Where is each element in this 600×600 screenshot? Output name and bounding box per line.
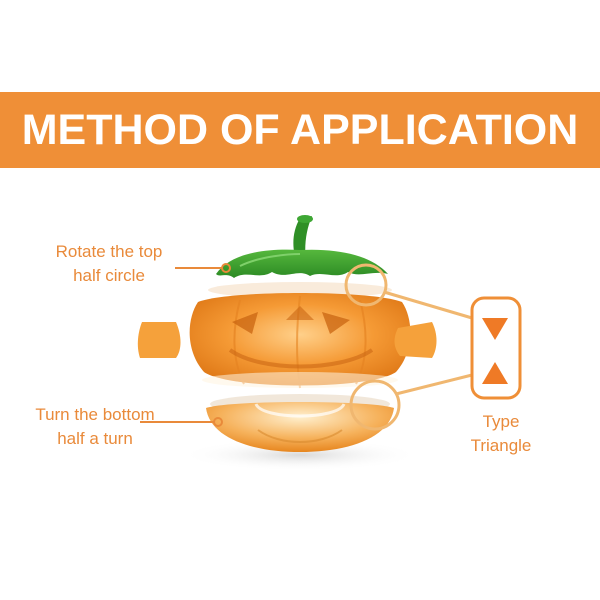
top-connector [383,290,473,320]
right-piece [394,322,437,358]
bottom-highlight-circle [349,379,401,431]
type-triangle-label: Type Triangle [456,410,546,458]
triangle-up-icon [482,362,508,384]
rotate-top-label: Rotate the top half circle [44,240,174,288]
pumpkin-top-cap [216,215,388,278]
type-line1: Type [482,412,520,431]
triangle-box [470,296,522,400]
bottom-pointer-dot [213,417,223,427]
turn-bottom-label: Turn the bottom half a turn [20,403,170,451]
top-highlight-circle [344,263,388,307]
rotate-top-line2: half circle [73,266,145,285]
turn-bottom-line2: half a turn [57,429,133,448]
pumpkin-middle-body [189,293,411,389]
pumpkin-bottom-half [206,394,394,452]
top-pointer-dot [221,263,231,273]
triangle-down-icon [482,318,508,340]
rotate-top-line1: Rotate the top [55,242,163,261]
title-banner: METHOD OF APPLICATION [0,92,600,168]
page-title: METHOD OF APPLICATION [21,105,579,154]
turn-bottom-line1: Turn the bottom [35,405,155,424]
floor-shadow [180,439,420,471]
bottom-connector [395,373,473,396]
type-line2: Triangle [470,436,532,455]
left-piece [137,322,181,358]
